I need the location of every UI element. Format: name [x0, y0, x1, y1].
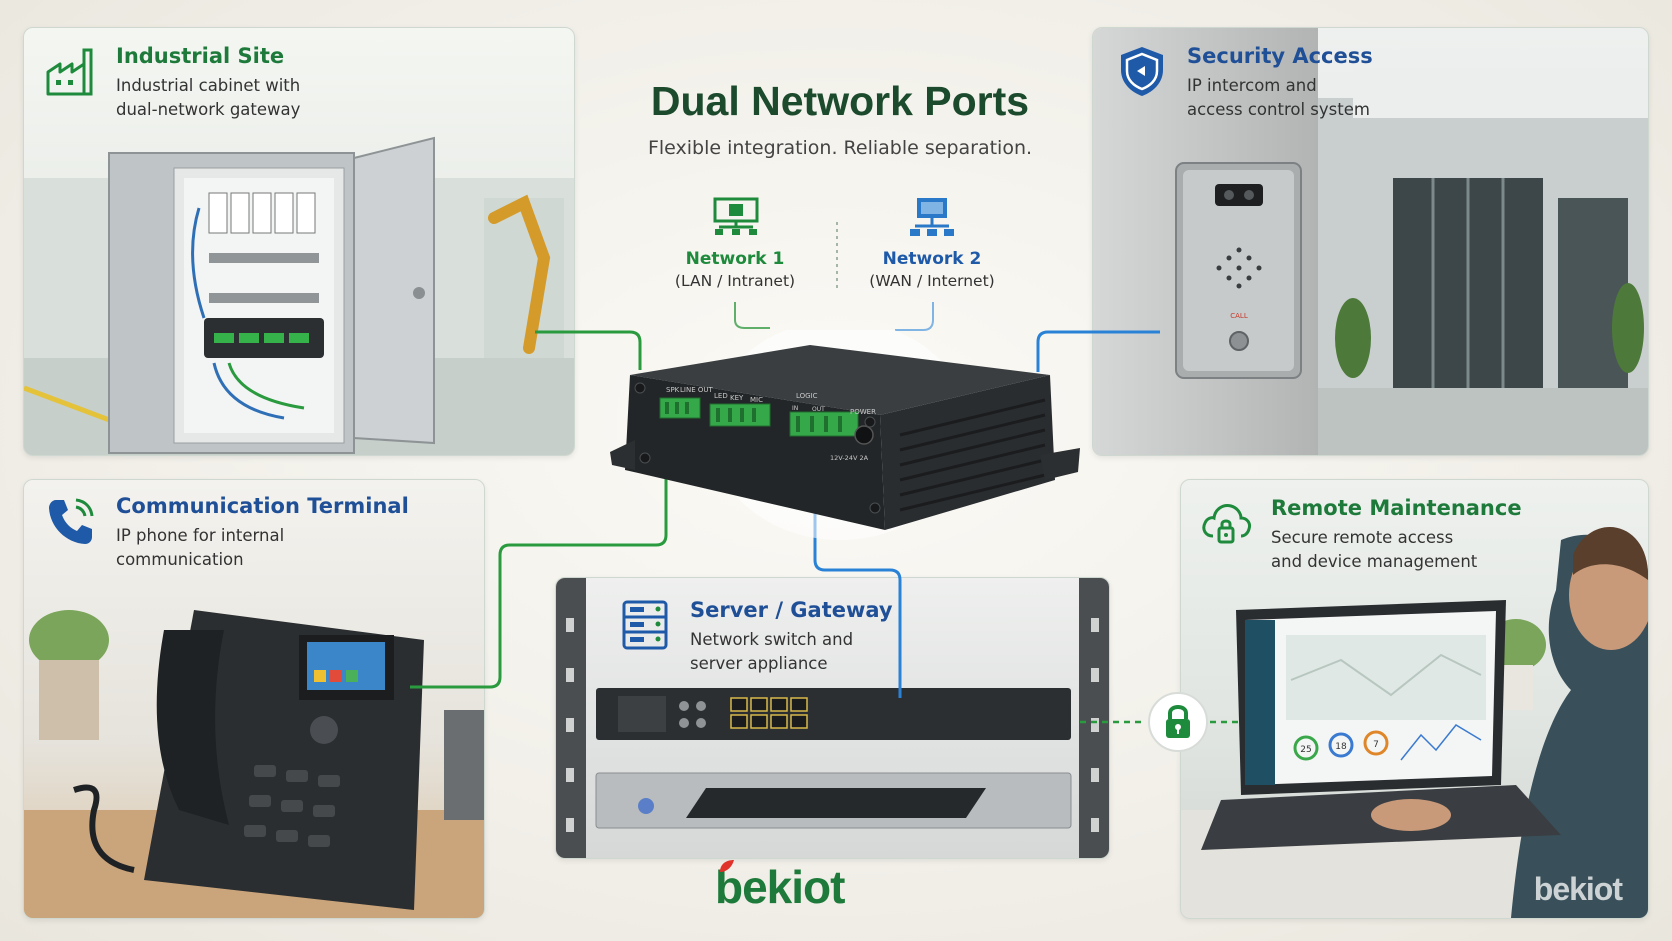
page-subtitle: Flexible integration. Reliable separatio… [647, 137, 1033, 159]
dual-network-device: SPK LINE OUT LED KEY MIC LOGIC IN OUT PO… [610, 330, 1080, 540]
port-label: MIC [750, 396, 763, 404]
card-server-gateway: Server / Gateway Network switch and serv… [555, 577, 1110, 859]
card-security-access: CALL Security Access IP intercom and acc… [1092, 27, 1649, 456]
page-title: Dual Network Ports [650, 78, 1030, 124]
server-icon [622, 600, 668, 650]
card-industrial-site: Industrial Site Industrial cabinet with … [23, 27, 575, 456]
industrial-cabinet-illustration [24, 136, 574, 455]
card-description: IP phone for internal communication [116, 526, 285, 569]
factory-icon [46, 48, 93, 96]
port-label: IN [792, 405, 798, 412]
lock-icon [1148, 692, 1208, 752]
lan-icon [713, 197, 759, 235]
network-detail: (WAN / Internet) [869, 272, 995, 290]
port-label: LOGIC [796, 392, 818, 400]
card-description: Industrial cabinet with dual-network gat… [116, 76, 301, 119]
ip-phone-illustration [24, 610, 484, 918]
card-description: Network switch and server appliance [690, 630, 854, 673]
card-title: Server / Gateway [690, 598, 893, 622]
card-communication-terminal: Communication Terminal IP phone for inte… [23, 479, 485, 919]
network-name: Network 1 [685, 249, 785, 269]
port-label: LINE OUT [680, 386, 713, 394]
card-title: Remote Maintenance [1271, 496, 1522, 520]
port-label: OUT [812, 406, 825, 413]
dashboard-value: 18 [1335, 742, 1347, 752]
dashboard-value: 25 [1300, 745, 1311, 755]
server-rack-illustration [556, 578, 1109, 858]
shield-icon [1121, 47, 1163, 96]
cloud-lock-icon [1202, 504, 1251, 544]
phone-icon [49, 498, 94, 544]
network-name: Network 2 [882, 249, 982, 269]
network-1-label: Network 1 (LAN / Intranet) [650, 249, 820, 290]
logo-text: bekiot [715, 861, 845, 913]
port-label: SPK [666, 386, 680, 394]
watermark-logo: bekiot [1533, 871, 1623, 907]
port-label: LED [714, 392, 728, 400]
port-label: 12V-24V 2A [830, 454, 869, 462]
port-label: KEY [730, 394, 744, 402]
header: Dual Network Ports Flexible integration.… [600, 78, 1080, 159]
dashboard-value: 7 [1373, 740, 1379, 750]
logo-leaf-icon [720, 860, 734, 872]
card-description: IP intercom and access control system [1187, 76, 1370, 119]
intercom-call-label: CALL [1230, 312, 1248, 320]
port-label: POWER [850, 408, 876, 416]
card-remote-maintenance: 25 18 7 Remote Maintenance Secure remote… [1180, 479, 1649, 919]
wan-icon [910, 198, 954, 236]
card-title: Security Access [1187, 44, 1373, 68]
card-description: Secure remote access and device manageme… [1271, 528, 1478, 571]
laptop-dashboard-illustration: 25 18 7 [1181, 527, 1648, 918]
card-title: Communication Terminal [116, 494, 409, 518]
network-detail: (LAN / Intranet) [674, 272, 796, 290]
intercom-illustration: CALL [1093, 28, 1648, 455]
brand-logo: bekiot [715, 860, 845, 913]
network-2-label: Network 2 (WAN / Internet) [847, 249, 1017, 290]
card-title: Industrial Site [116, 44, 285, 68]
